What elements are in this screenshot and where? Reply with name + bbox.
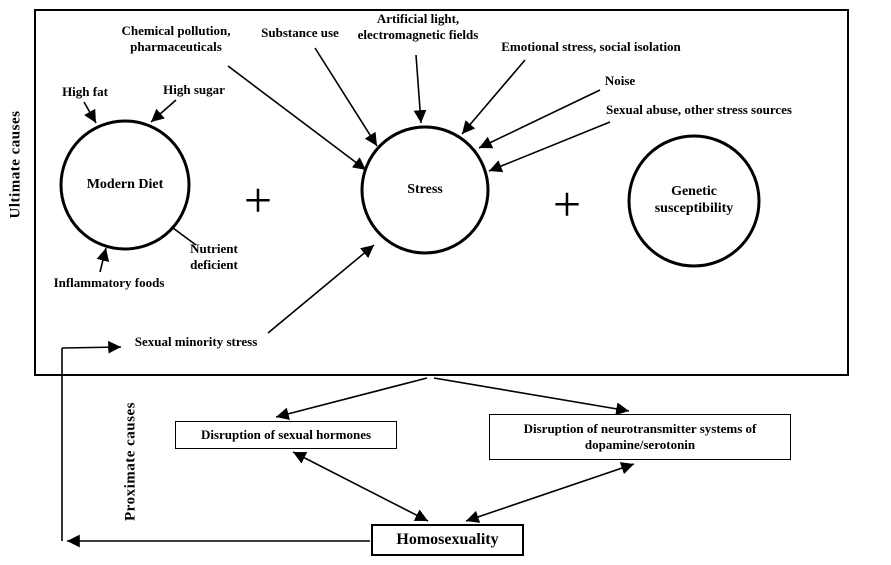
- arrow-chemical-pollution: [227, 65, 367, 171]
- label-inflammatory-foods: Inflammatory foods: [53, 275, 165, 290]
- line-nutrient-deficient: [172, 227, 197, 246]
- plus-sign-left: +: [243, 172, 273, 228]
- modern-diet-label: Modern Diet: [86, 177, 164, 192]
- arrow-sexual-abuse: [488, 121, 611, 173]
- label-sexual-minority-stress: Sexual minority stress: [134, 334, 258, 349]
- proximate-causes-label: Proximate causes: [122, 402, 139, 521]
- arrow-substance-use: [314, 47, 378, 147]
- genetic-circle: [627, 134, 761, 268]
- label-noise: Noise: [604, 73, 636, 88]
- arrow-neurotransmitter-homosexuality: [465, 462, 635, 523]
- label-substance-use: Substance use: [261, 25, 339, 40]
- plus-sign-right: +: [552, 176, 582, 232]
- stress-label: Stress: [407, 182, 443, 197]
- label-high-fat: High fat: [62, 84, 108, 99]
- label-chemical-pollution: Chemical pollution, pharmaceuticals: [121, 23, 231, 54]
- arrow-inflammatory-foods: [96, 247, 110, 273]
- ultimate-causes-label: Ultimate causes: [7, 110, 24, 219]
- neurotransmitter-box: Disruption of neurotransmitter systems o…: [489, 414, 791, 460]
- arrow-to-neurotransmitter-box: [433, 377, 630, 416]
- hormones-box: Disruption of sexual hormones: [175, 421, 397, 449]
- arrow-artificial-light: [413, 54, 427, 124]
- label-sexual-abuse: Sexual abuse, other stress sources: [606, 102, 792, 117]
- arrow-high-fat: [83, 101, 97, 124]
- ultimate-causes-frame: [34, 9, 849, 376]
- modern-diet-circle: [59, 119, 191, 251]
- label-emotional-stress: Emotional stress, social isolation: [501, 39, 681, 54]
- arrow-sexual-minority-stress: [267, 244, 375, 334]
- stress-circle: [360, 125, 490, 255]
- arrow-high-sugar: [150, 99, 177, 123]
- label-artificial-light: Artificial light, electromagnetic fields: [357, 11, 479, 42]
- label-nutrient-deficient: Nutrient deficient: [190, 241, 238, 272]
- arrow-to-hormones-box: [275, 377, 428, 420]
- arrow-hormones-homosexuality: [292, 451, 429, 522]
- homosexuality-box: Homosexuality: [371, 524, 524, 556]
- label-high-sugar: High sugar: [163, 82, 225, 97]
- feedback-top-arrow: [61, 340, 122, 354]
- arrow-emotional-stress: [461, 59, 526, 135]
- genetic-susceptibility-label: Genetic susceptibility: [654, 184, 734, 216]
- arrow-noise: [478, 89, 601, 149]
